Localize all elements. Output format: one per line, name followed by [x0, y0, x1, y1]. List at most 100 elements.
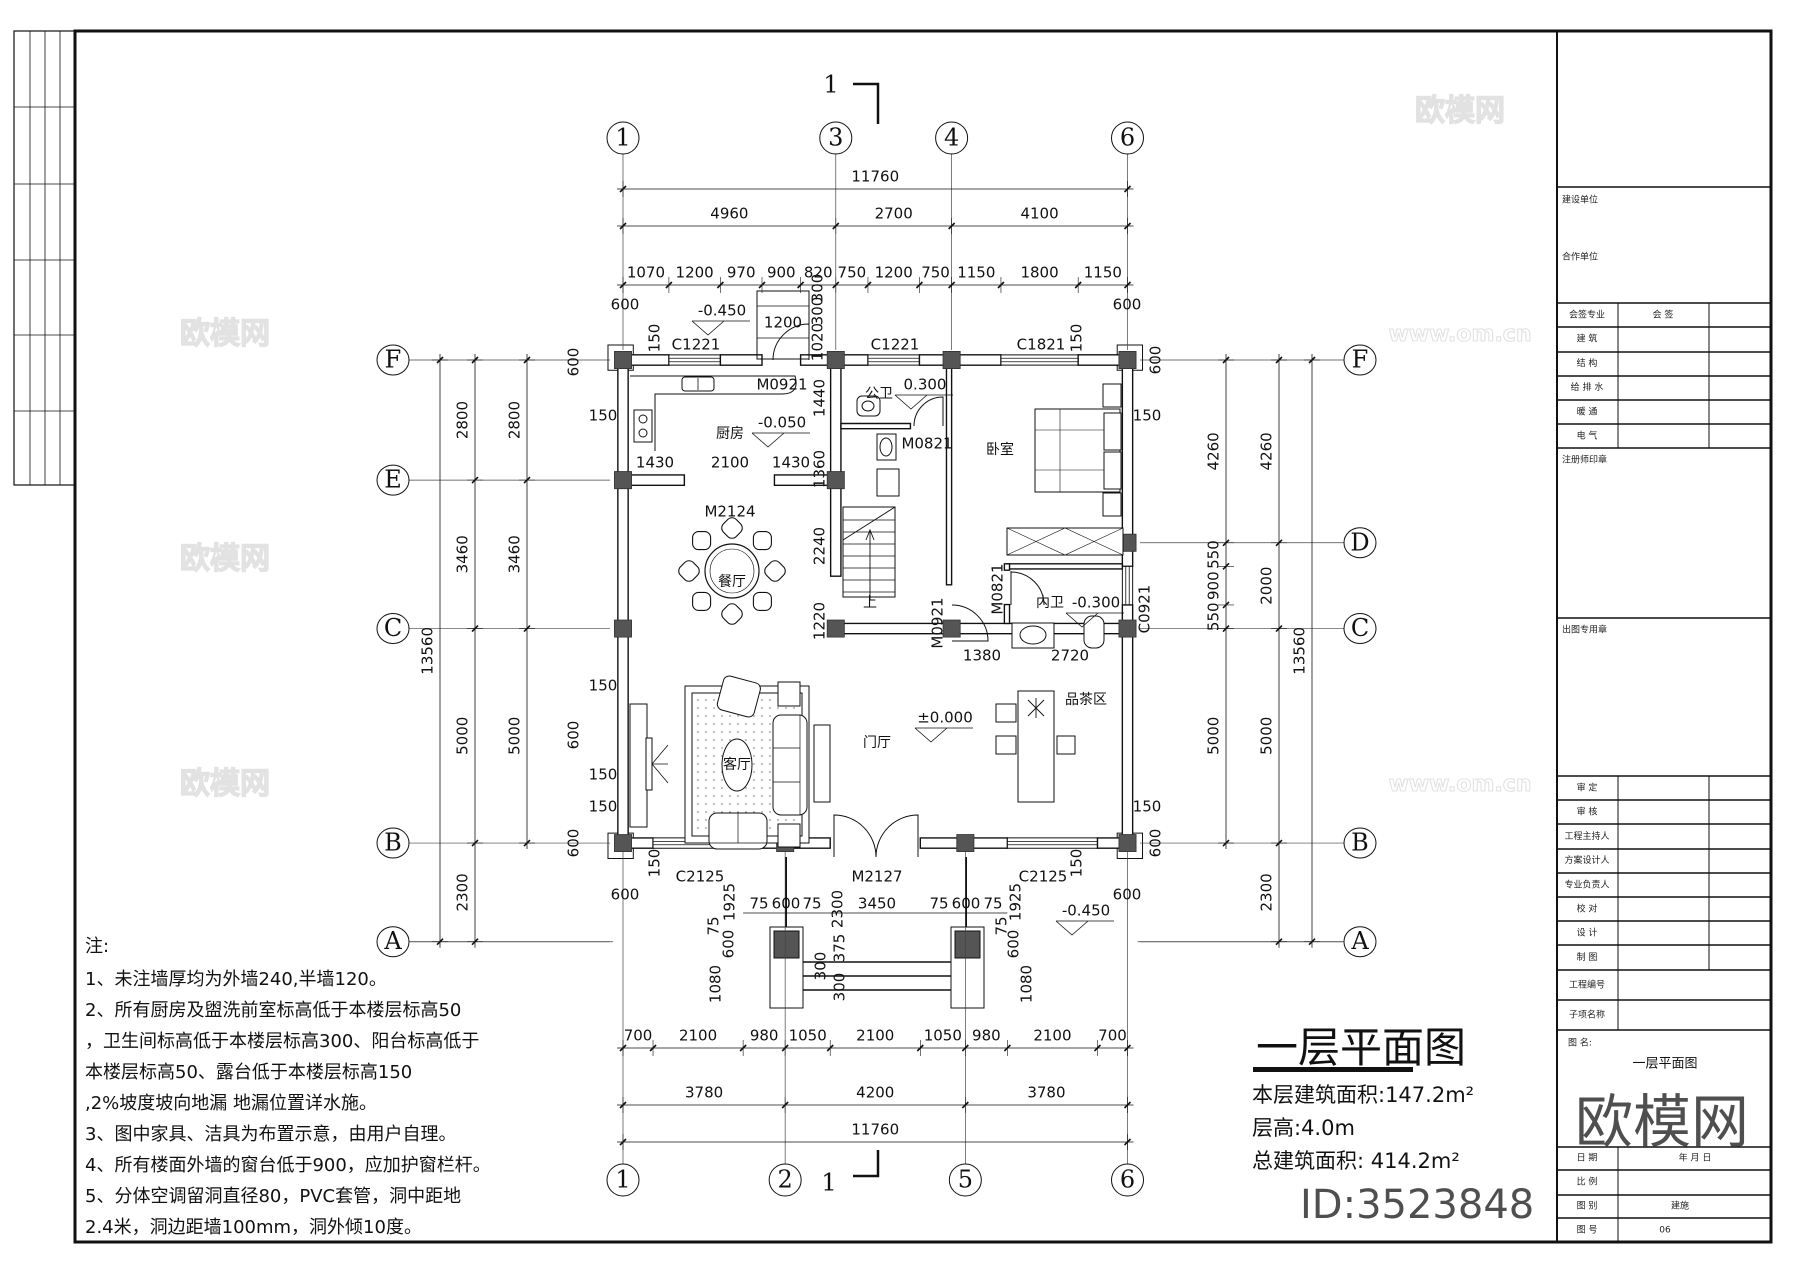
rug-dot: [745, 787, 747, 789]
rug-dot: [713, 755, 715, 757]
rug-dot: [721, 787, 723, 789]
axis-bubble: [1343, 344, 1377, 376]
rug-dot: [721, 779, 723, 781]
bottom-detail-dim-label: 1050: [789, 1027, 827, 1045]
rug-dot: [705, 699, 707, 701]
section-arrow-bottom: [853, 1150, 880, 1178]
role-label: 审 定: [1577, 782, 1598, 794]
date-label: 日 期: [1577, 1153, 1598, 1164]
watermark-stamp: 欧模网 ID:3523848: [1300, 1088, 1749, 1228]
left-axis-dim-label: 5000: [454, 717, 472, 755]
toilet-bowl: [861, 400, 875, 412]
top-axis-dim-label: 2700: [875, 205, 913, 223]
note-line: 本楼层标高50、露台低于本楼层标高150: [85, 1062, 413, 1083]
rug-dot: [761, 811, 763, 813]
rug-dot: [745, 723, 747, 725]
axis-label-right: A: [1350, 927, 1369, 955]
rug-dot: [697, 819, 699, 821]
watermark-id: ID:3523848: [1300, 1182, 1534, 1228]
watermark-site: www.om.cn: [1388, 322, 1531, 347]
rug-dot: [761, 739, 763, 741]
inner-dimension-label: 75: [705, 916, 723, 935]
rug-dot: [769, 819, 771, 821]
opening-label: C2125: [1019, 868, 1068, 886]
inner-dimension-label: 75: [749, 895, 768, 913]
rug-dot: [713, 699, 715, 701]
rug-dot: [761, 731, 763, 733]
right-axis-dim-label: 5000: [1258, 717, 1276, 755]
rug-dot: [697, 763, 699, 765]
stove: [633, 409, 653, 443]
rug-dot: [745, 811, 747, 813]
rug-dot: [705, 731, 707, 733]
rug-dot: [697, 723, 699, 725]
rug-dot: [753, 763, 755, 765]
rug-dot: [737, 803, 739, 805]
inner-dimension-label: 150: [646, 324, 664, 353]
elevation-marker: [894, 394, 953, 410]
section-mark-top: 1: [823, 71, 838, 99]
wall: [831, 623, 1123, 633]
rug-dot: [737, 723, 739, 725]
rug-dot: [785, 819, 787, 821]
axis-label-right: D: [1350, 528, 1369, 556]
left-inner-dim-label: 2800: [506, 401, 524, 439]
axis-label-bottom: 5: [958, 1166, 973, 1194]
elevation-label: -0.050: [758, 414, 806, 432]
rug-dot: [721, 795, 723, 797]
inner-dimension-label: 75: [983, 895, 1002, 913]
discipline-label: 电 气: [1577, 430, 1598, 442]
door-m2127-right: [875, 814, 919, 858]
inner-dimension-label: 150: [646, 849, 664, 878]
rug-dot: [697, 707, 699, 709]
rug-dot: [721, 739, 723, 741]
discipline-label: 结 构: [1577, 357, 1598, 369]
watermark-brand: 欧模网: [1415, 94, 1505, 129]
tea-chair: [995, 703, 1017, 723]
role-label: 审 核: [1577, 806, 1598, 818]
wall: [1122, 605, 1132, 838]
washbasin-bowl: [1019, 625, 1047, 645]
title-block: 建设单位合作单位会签专业会 签建 筑结 构给 排 水暖 通电 气注册师印章出图专…: [1556, 30, 1772, 1243]
inner-dimension-label: 600: [1147, 829, 1165, 858]
rug-dot: [753, 811, 755, 813]
door-m0921-swing: [951, 604, 989, 642]
rug-dot: [705, 787, 707, 789]
note-line: 2.4米，洞边距墙100mm，洞外倾10度。: [85, 1217, 422, 1238]
inner-dimension-label: 600: [565, 348, 583, 377]
rug-dot: [713, 795, 715, 797]
inner-dimension-label: 150: [589, 798, 618, 816]
window-c2125: [1007, 838, 1097, 848]
opening-label: C1221: [871, 336, 920, 354]
wall: [618, 365, 628, 838]
inner-dimension-label: 75: [802, 895, 821, 913]
note-line: 3、图中家具、洁具为布置示意，由用户自理。: [85, 1124, 457, 1145]
rug-dot: [729, 723, 731, 725]
axis-bubble: [1343, 527, 1377, 559]
utility-sink: [876, 468, 900, 497]
rug-dot: [769, 803, 771, 805]
axis-bubble: [376, 827, 410, 859]
axis-label-top: 6: [1120, 124, 1135, 152]
inner-dimension-label: 300: [831, 973, 849, 1002]
inner-dimension-label: 75: [929, 895, 948, 913]
elevation-label: -0.450: [1062, 902, 1110, 920]
inner-dimension-label: 2300: [829, 890, 847, 928]
axis-bubble: [376, 344, 410, 376]
rug-dot: [769, 707, 771, 709]
category-value: 建施: [1671, 1200, 1689, 1212]
furniture-layer: [629, 290, 1124, 1009]
room-label: 卧室: [986, 441, 1014, 458]
top-detail-dim-label: 970: [727, 264, 756, 282]
right-axis-dim-label: 4260: [1258, 432, 1276, 470]
right-axis-dim-label: 2300: [1258, 873, 1276, 911]
inner-dimension-label: 1430: [772, 454, 810, 472]
inner-dimension-label: 600: [952, 895, 981, 913]
rug-dot: [761, 755, 763, 757]
elevation-marker: [1065, 612, 1124, 628]
tv-cabinet: [813, 724, 831, 803]
top-axis-dim-label: 4960: [710, 205, 748, 223]
left-total-dim-label: 13560: [419, 627, 437, 675]
axis-label-left: F: [385, 346, 402, 374]
window-c1821: [1001, 355, 1078, 365]
